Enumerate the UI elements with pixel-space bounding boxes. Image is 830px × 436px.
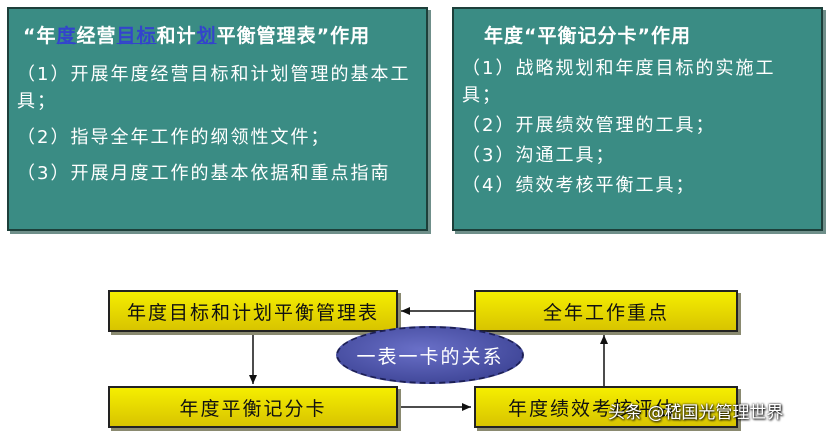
title-part-highlight: 划 <box>196 25 217 47</box>
title-part: 和计 <box>156 25 197 47</box>
right-item-1: （1）战略规划和年度目标的实施工具； <box>462 58 776 106</box>
relationship-oval: 一表一卡的关系 <box>336 326 524 384</box>
title-part-highlight: 目标 <box>116 25 157 47</box>
title-part: 经营 <box>76 25 117 47</box>
right-item-2: （2）开展绩效管理的工具； <box>462 115 716 136</box>
watermark-text: 头条 @嵇国光管理世界 <box>608 403 784 423</box>
left-panel-title: “年度经营目标和计划平衡管理表”作用 <box>23 21 370 48</box>
right-panel-title: 年度“平衡记分卡”作用 <box>484 25 691 47</box>
left-panel-items: （1）开展年度经营目标和计划管理的基本工具； （2）指导全年工作的纲领性文件； … <box>17 61 416 196</box>
title-part-highlight: 度 <box>56 25 77 47</box>
balanced-scorecard-box: 年度平衡记分卡 <box>108 386 398 428</box>
plan-balance-table-box: 年度目标和计划平衡管理表 <box>108 290 398 332</box>
right-panel-items: （1）战略规划和年度目标的实施工具； （2）开展绩效管理的工具； （3）沟通工具… <box>462 55 811 202</box>
left-panel-plan-table-role: “年度经营目标和计划平衡管理表”作用 （1）开展年度经营目标和计划管理的基本工具… <box>7 7 428 231</box>
right-panel-scorecard-role: 年度“平衡记分卡”作用 （1）战略规划和年度目标的实施工具； （2）开展绩效管理… <box>452 7 823 231</box>
left-item-3: （3）开展月度工作的基本依据和重点指南 <box>17 163 391 184</box>
left-item-2: （2）指导全年工作的纲领性文件； <box>17 127 331 148</box>
right-item-3: （3）沟通工具； <box>462 145 616 166</box>
right-item-4: （4）绩效考核平衡工具； <box>462 175 696 196</box>
performance-evaluation-box: 年度绩效考核评估 <box>474 386 738 428</box>
title-part: 平衡管理表”作用 <box>216 25 371 47</box>
left-item-1: （1）开展年度经营目标和计划管理的基本工具； <box>17 64 411 112</box>
title-part: “年 <box>23 25 57 47</box>
annual-work-focus-box: 全年工作重点 <box>474 290 738 332</box>
